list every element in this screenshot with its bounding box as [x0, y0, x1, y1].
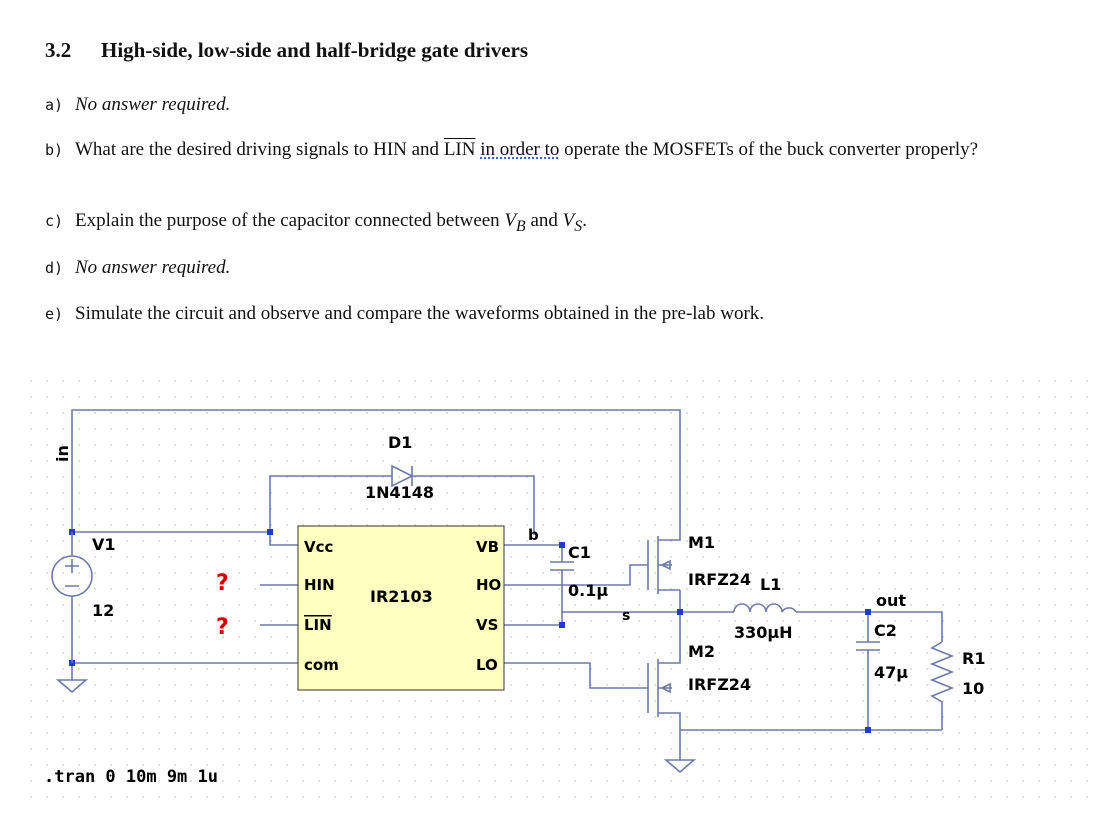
c2-value: 47µ	[874, 663, 908, 682]
question-label: d)	[45, 259, 64, 277]
ic-pin-hin: HIN	[304, 576, 335, 594]
wire-vcc	[72, 531, 298, 546]
question-label: c)	[45, 212, 64, 230]
ic-pin-lo: LO	[476, 656, 498, 674]
question-text: No answer required.	[75, 257, 231, 278]
node-out	[865, 609, 871, 615]
ic-pin-ho: HO	[476, 576, 501, 594]
vb-subscript: B	[516, 217, 526, 235]
question-text: Explain the purpose of the capacitor con…	[75, 206, 1065, 241]
capacitor-c2	[856, 641, 880, 651]
net-label-in: in	[53, 445, 72, 462]
mosfet-m2	[647, 642, 681, 720]
wire-lo	[504, 662, 648, 689]
v1-value: 12	[92, 601, 114, 620]
c2-name: C2	[874, 621, 897, 640]
grid-background	[30, 380, 1090, 800]
m1-model: IRFZ24	[688, 570, 751, 589]
question-b: b) What are the desired driving signals …	[45, 135, 978, 165]
ground-icon	[55, 679, 89, 694]
c1-name: C1	[568, 543, 591, 562]
text-part: What are the desired driving signals to …	[75, 139, 444, 160]
vs-symbol: V	[562, 210, 575, 231]
question-d: d) No answer required.	[45, 253, 230, 283]
l1-value: 330µH	[734, 623, 793, 642]
net-label-b: b	[528, 526, 539, 544]
wire-ho	[504, 564, 648, 586]
wire-top-loop	[71, 409, 681, 532]
question-label: a)	[45, 96, 64, 114]
ic-pin-vcc: Vcc	[304, 538, 333, 556]
circuit-schematic: in V1 12 ? ? D1 1N4148 Vcc HIN LIN com V…	[30, 380, 1090, 800]
node-switch	[677, 609, 683, 615]
node-b	[559, 542, 565, 548]
node-c1-vs	[559, 622, 565, 628]
wire-r1	[868, 611, 943, 730]
wire-vcc-diode	[269, 475, 392, 532]
section-number: 3.2	[45, 38, 72, 62]
text-part: .	[582, 210, 587, 231]
question-text: Simulate the circuit and observe and com…	[75, 303, 765, 324]
node-bottom	[865, 727, 871, 733]
section-heading: 3.2 High-side, low-side and half-bridge g…	[45, 38, 528, 63]
net-label-s: s	[622, 608, 630, 624]
hin-unknown-mark: ?	[216, 571, 229, 596]
m2-model: IRFZ24	[688, 675, 751, 694]
voltage-source-v1	[51, 532, 93, 663]
question-c: c) Explain the purpose of the capacitor …	[45, 206, 587, 236]
mosfet-m1	[647, 520, 681, 594]
ground-icon	[663, 752, 697, 774]
question-text: What are the desired driving signals to …	[75, 135, 1065, 164]
v1-name: V1	[92, 535, 116, 554]
question-text: No answer required.	[75, 94, 231, 115]
question-e: e) Simulate the circuit and observe and …	[45, 299, 764, 329]
question-label: b)	[45, 141, 64, 159]
node-vcc	[267, 529, 273, 535]
d1-model: 1N4148	[365, 483, 434, 502]
ic-pin-vs: VS	[476, 616, 498, 634]
r1-value: 10	[962, 679, 984, 698]
capacitor-c1	[550, 561, 574, 571]
net-label-out: out	[876, 591, 906, 610]
l1-name: L1	[760, 575, 781, 594]
ic-pin-com: com	[304, 656, 339, 674]
spice-directive: .tran 0 10m 9m 1u	[44, 767, 218, 787]
ic-pin-lin: LIN	[304, 616, 332, 634]
vb-symbol: V	[504, 210, 517, 231]
m2-name: M2	[688, 642, 715, 661]
c1-value: 0.1µ	[568, 581, 608, 600]
wire-diode-vb	[412, 475, 535, 535]
r1-name: R1	[962, 649, 985, 668]
m1-name: M1	[688, 533, 715, 552]
vs-subscript: S	[574, 217, 583, 235]
ic-name: IR2103	[370, 587, 433, 606]
ic-pin-vb: VB	[476, 538, 499, 556]
text-part: operate the MOSFETs of the buck converte…	[559, 139, 979, 160]
diode-d1	[391, 464, 414, 488]
section-title: High-side, low-side and half-bridge gate…	[101, 38, 529, 62]
lin-overline: LIN	[443, 139, 476, 160]
question-label: e)	[45, 305, 64, 323]
text-part: and	[525, 210, 563, 231]
inductor-l1	[733, 603, 797, 616]
lin-unknown-mark: ?	[216, 615, 229, 640]
wire-vs	[504, 611, 680, 626]
question-a: a) No answer required.	[45, 90, 230, 120]
spell-check-underline: in order to	[480, 139, 560, 160]
d1-name: D1	[388, 433, 412, 452]
text-part: Explain the purpose of the capacitor con…	[75, 210, 505, 231]
gate-driver-ic	[297, 525, 505, 691]
resistor-r1	[929, 641, 955, 708]
